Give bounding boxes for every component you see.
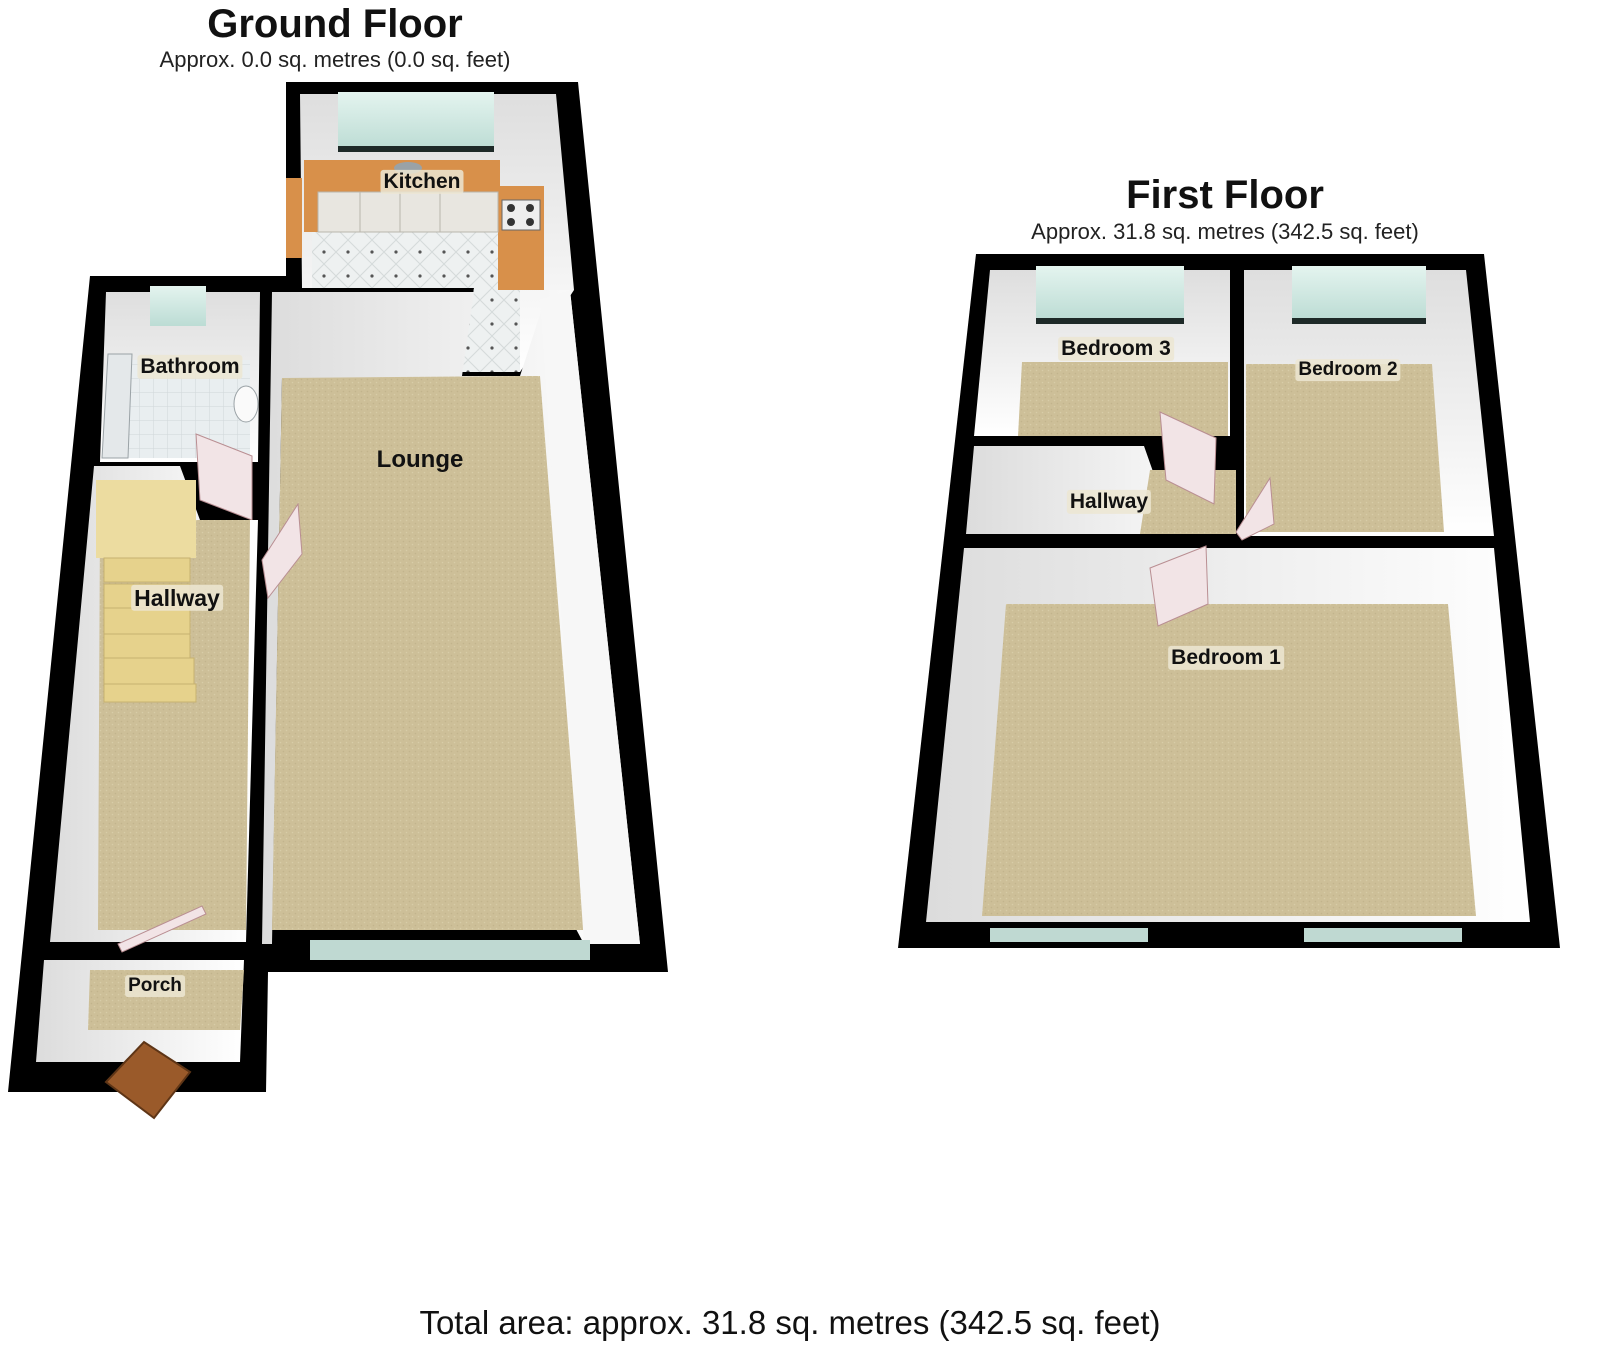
ground-floor-title: Ground Floor — [207, 2, 463, 46]
bathroom-floor — [112, 360, 250, 458]
hob-icon — [501, 199, 541, 231]
bedroom-2-door-icon — [1235, 476, 1275, 541]
bathroom-window-icon — [150, 286, 206, 326]
bedroom-2-window-icon — [1292, 266, 1426, 320]
ground-floor-area: Approx. 0.0 sq. metres (0.0 sq. feet) — [159, 47, 511, 72]
bathroom-label: Bathroom — [137, 354, 243, 380]
bedroom-3-floor — [1018, 362, 1228, 436]
kitchen-tile-floor — [312, 232, 520, 372]
first-floor-area: Approx. 31.8 sq. metres (342.5 sq. feet) — [1031, 219, 1419, 244]
bedroom-1-door-icon — [1149, 545, 1209, 627]
bedroom-3-label: Bedroom 3 — [1058, 336, 1174, 362]
porch-inner-door-icon — [117, 905, 207, 953]
toilet-icon — [233, 385, 259, 423]
bedroom-2-label: Bedroom 2 — [1295, 359, 1401, 381]
bedroom-3-window-icon — [1036, 266, 1184, 320]
lounge-window-icon — [310, 940, 590, 960]
ground-floor-plan — [8, 82, 668, 1120]
stairs-icon — [96, 480, 197, 703]
hallway-label: Hallway — [131, 584, 223, 612]
first-floor-hallway-label: Hallway — [1066, 489, 1152, 515]
lounge-floor — [272, 376, 584, 930]
bedroom-3-door-icon — [1159, 411, 1217, 505]
bedroom-1-floor — [982, 604, 1476, 916]
bedroom-1-window-left-icon — [990, 928, 1148, 942]
lounge-label: Lounge — [376, 446, 464, 474]
bath-icon — [101, 353, 133, 459]
first-floor-plan — [898, 254, 1560, 948]
kitchen-label: Kitchen — [380, 169, 464, 195]
first-floor-title: First Floor — [1126, 173, 1324, 217]
lounge-right-wall — [540, 290, 640, 944]
kitchen-back-door-icon — [286, 178, 302, 258]
front-door-icon — [104, 1040, 192, 1120]
bedroom-1-label: Bedroom 1 — [1168, 645, 1284, 671]
bedroom-2-floor — [1246, 364, 1444, 532]
lounge-door-icon — [261, 502, 303, 600]
kitchen-window-icon — [338, 92, 494, 150]
porch-label: Porch — [125, 975, 185, 997]
total-area-caption: Total area: approx. 31.8 sq. metres (342… — [419, 1304, 1161, 1341]
bedroom-1-window-right-icon — [1304, 928, 1462, 942]
